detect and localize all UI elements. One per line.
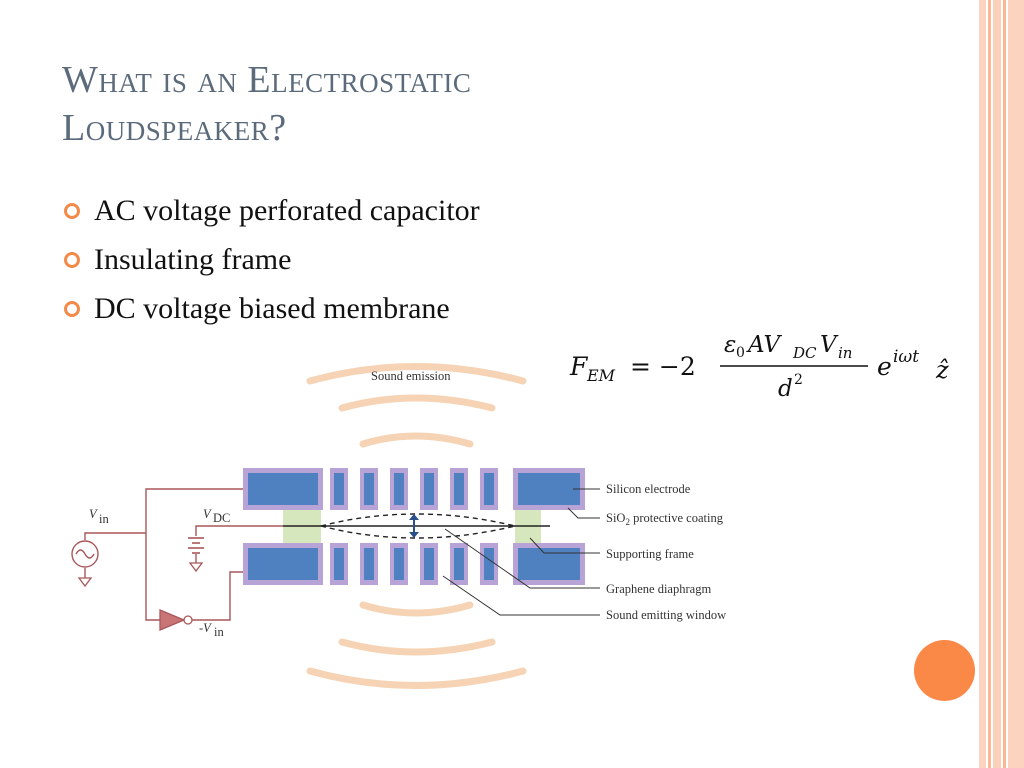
sound-wave-top-1 [306,363,527,385]
circuit-wire-neg [192,571,243,621]
inverter-bubble [183,615,193,625]
electrode-bar [484,548,494,580]
formula-eps-sub: 0 [736,345,745,361]
electrode-bar [364,548,374,580]
ground-icon [188,562,204,573]
electrode-bar [394,548,404,580]
sound-wave-bottom-3 [306,667,527,689]
formula-equals: = −2 [630,352,696,381]
electrode-block [248,548,318,580]
electrode-bar [334,548,344,580]
electrostatic-speaker-diagram: Sound emission [71,363,726,689]
bullet-text: DC voltage biased membrane [94,292,450,325]
sound-wave-top-3 [359,432,474,448]
sound-wave-bottom-1 [359,601,474,617]
edge-stripe-2 [988,0,991,768]
bullet-item: DC voltage biased membrane [62,284,480,333]
bullet-icon [64,203,80,219]
label-sio2-prefix: SiO [606,511,625,525]
formula-e: e [877,352,892,381]
electrode-bar [424,473,434,505]
formula-V: V [820,332,839,358]
formula-F-sub: EM [586,366,616,385]
electrode-block [248,473,318,505]
bullet-text: Insulating frame [94,243,292,276]
electrode-bar [364,473,374,505]
ac-source-icon [71,540,99,568]
bullet-icon [64,252,80,268]
formula-AV: AV [746,332,782,358]
label-silicon-electrode: Silicon electrode [606,482,691,496]
edge-stripe-3 [993,0,1001,768]
electrode-bar [484,473,494,505]
diaphragm-deflection-down [320,525,516,539]
label-sound-window: Sound emitting window [606,608,726,622]
neg-vin-label: -V [199,621,212,635]
label-sio2-coating: SiO2 protective coating [606,511,724,527]
ground-icon [77,577,93,588]
sound-wave-bottom-2 [338,638,496,656]
vdc-sub: DC [213,511,230,525]
circuit-wire-vin [145,488,243,621]
electrode-bar [424,548,434,580]
bottom-electrode [243,543,585,585]
formula-d: d [778,376,793,402]
vdc-label: V [203,507,212,521]
formula-eps: ε [724,332,736,358]
top-electrode [243,468,585,510]
formula-d-exp: 2 [794,372,803,388]
force-formula: F EM = −2 ε 0 AV DC V in d 2 e iωt ẑ [569,332,949,402]
slide-title: What is an Electrostatic Loudspeaker? [62,56,471,152]
formula-vdc-sub: DC [792,344,817,362]
bullet-list: AC voltage perforated capacitor Insulati… [62,186,480,333]
decorative-orange-circle [914,640,975,701]
inverter-icon [159,609,186,631]
label-sio2-sub: 2 [625,517,630,527]
leader-frame [529,537,600,554]
sound-wave-top-2 [338,394,496,412]
vin-sub: in [99,512,109,526]
electrode-bar [454,473,464,505]
electrode-bar [454,548,464,580]
vibration-arrow-icon [409,514,419,538]
diaphragm-deflection-up [320,513,516,527]
neg-vin-sub: in [214,625,224,639]
battery-icon [188,537,204,554]
sound-emission-label: Sound emission [371,369,451,383]
circuit-wire-vdc [195,525,283,536]
label-sio2-suffix: protective coating [630,511,724,525]
edge-stripe-5 [1008,0,1024,768]
formula-F: F [569,352,589,381]
formula-zhat: ẑ [935,356,949,384]
bullet-item: AC voltage perforated capacitor [62,186,480,235]
edge-stripe-1 [979,0,986,768]
circuit-wire-source [84,532,146,540]
slide-title-line-2: Loudspeaker? [62,107,287,149]
bullet-icon [64,301,80,317]
bullet-text: AC voltage perforated capacitor [94,194,480,227]
formula-exp: iωt [893,347,919,367]
label-supporting-frame: Supporting frame [606,547,694,561]
electrode-block [518,473,580,505]
leader-window [442,575,600,616]
electrode-bar [334,473,344,505]
slide-title-line-1: What is an Electrostatic [62,59,472,101]
leader-coating [567,507,600,519]
label-graphene-diaphragm: Graphene diaphragm [606,582,711,596]
formula-vin-sub: in [838,344,852,362]
vin-label: V [89,507,98,521]
electrode-bar [394,473,404,505]
bullet-item: Insulating frame [62,235,480,284]
edge-stripe-4 [1003,0,1006,768]
leader-graphene [444,528,600,589]
